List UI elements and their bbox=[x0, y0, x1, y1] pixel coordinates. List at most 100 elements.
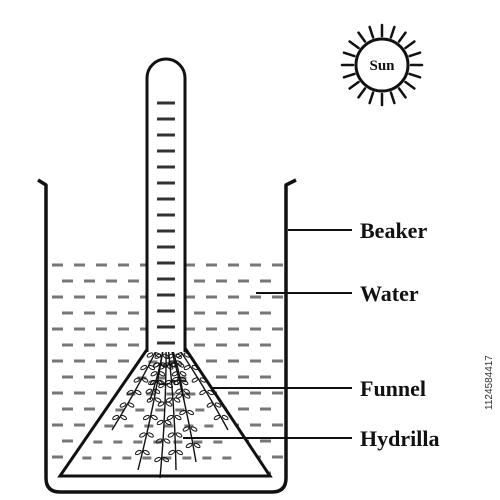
sun-rays bbox=[340, 23, 424, 107]
hydrilla-leaf bbox=[183, 388, 191, 394]
water-label: Water bbox=[360, 281, 419, 306]
sun-ray bbox=[389, 91, 396, 105]
hydrilla-leaf bbox=[134, 389, 142, 396]
hydrilla-leaf bbox=[162, 353, 170, 359]
hydrilla-leaf bbox=[146, 397, 154, 403]
hydrilla-leaf bbox=[183, 393, 191, 399]
hydrilla-leaf bbox=[148, 364, 156, 371]
hydrilla-leaf bbox=[181, 379, 189, 386]
hydrilla-leaf bbox=[164, 379, 172, 386]
sun-icon: Sun bbox=[340, 23, 424, 107]
hydrilla-leaf bbox=[163, 438, 171, 444]
hydrilla-leaf bbox=[214, 402, 222, 408]
sun-ray bbox=[342, 51, 356, 58]
hydrilla-leaf bbox=[160, 362, 168, 368]
tube-water-dashes bbox=[157, 101, 175, 345]
hydrilla-leaf bbox=[221, 414, 229, 421]
sun-ray bbox=[368, 25, 375, 39]
test-tube bbox=[145, 57, 187, 352]
hydrilla-leaf bbox=[156, 379, 163, 386]
hydrilla-leaf bbox=[199, 389, 207, 396]
hydrilla-leaf bbox=[191, 377, 199, 383]
hydrilla-leaf bbox=[177, 362, 185, 368]
hydrilla-leaf bbox=[150, 371, 158, 377]
hydrilla-leaf bbox=[182, 426, 190, 432]
beaker-label: Beaker bbox=[360, 218, 427, 243]
sun-ray bbox=[404, 80, 416, 90]
hydrilla-leaf bbox=[126, 389, 134, 396]
hydrilla-leaf bbox=[158, 371, 166, 377]
sun-ray bbox=[368, 91, 375, 105]
hydrilla-leaf bbox=[156, 419, 164, 426]
sun-ray bbox=[404, 40, 416, 50]
hydrilla-leaf bbox=[183, 352, 191, 358]
sun-disc bbox=[354, 37, 410, 93]
hydrilla-leaf bbox=[173, 379, 181, 386]
hydrilla-leaf bbox=[139, 432, 146, 438]
hydrilla-leaf bbox=[167, 432, 175, 438]
sun-ray bbox=[408, 72, 422, 79]
hydrilla-leaf bbox=[164, 419, 172, 426]
hydrilla-leaf bbox=[185, 442, 193, 449]
sun-ray bbox=[397, 31, 407, 43]
hydrilla-leaf bbox=[187, 409, 195, 416]
hydrilla-leaf bbox=[174, 414, 182, 421]
hydrilla-leaf bbox=[175, 393, 183, 399]
hydrilla-leaf bbox=[154, 353, 162, 359]
sun-ray bbox=[357, 31, 367, 43]
hydrilla-leaf bbox=[179, 371, 187, 377]
hydrilla-leaf bbox=[175, 432, 183, 438]
hydrilla-leaf bbox=[199, 377, 207, 383]
beaker-outline bbox=[37, 178, 297, 494]
hydrilla-leaf bbox=[142, 414, 150, 421]
hydrilla-label: Hydrilla bbox=[360, 426, 439, 451]
hydrilla-leaf bbox=[167, 353, 175, 359]
hydrilla-leaf bbox=[146, 352, 154, 358]
hydrilla-leaf bbox=[145, 388, 153, 394]
hydrilla-leaf bbox=[147, 432, 154, 438]
hydrilla-leaf bbox=[165, 401, 173, 407]
hydrilla-leaf bbox=[193, 442, 201, 449]
hydrilla-leaf bbox=[183, 364, 191, 371]
hydrilla-leaf bbox=[155, 438, 163, 444]
hydrilla-leaf bbox=[153, 388, 161, 394]
hydrilla-leaf bbox=[166, 414, 174, 421]
sun-ray bbox=[408, 51, 422, 58]
sun-ray bbox=[357, 87, 367, 99]
sun-ray bbox=[342, 72, 356, 79]
hydrilla-leaf bbox=[157, 401, 165, 407]
hydrilla-leaf bbox=[190, 426, 198, 432]
hydrilla-leaf bbox=[206, 402, 214, 408]
hydrilla-leaf bbox=[162, 456, 170, 463]
hydrilla-leaf bbox=[176, 449, 184, 456]
hydrilla-leaf bbox=[171, 371, 179, 377]
hydrilla-leaf bbox=[179, 409, 187, 416]
hydrilla-leaf bbox=[191, 364, 199, 371]
hydrilla-leaf bbox=[142, 449, 150, 456]
hydrilla-leaf bbox=[148, 379, 155, 386]
hydrilla-leaf bbox=[213, 414, 221, 421]
hydrilla-leaf bbox=[175, 353, 183, 359]
hydrilla-leaf bbox=[134, 449, 142, 456]
hydrilla-leaf bbox=[141, 377, 149, 383]
test-tube-body bbox=[147, 88, 185, 352]
funnel-label: Funnel bbox=[360, 376, 426, 401]
hydrilla-leaf bbox=[127, 402, 135, 408]
sun-label: Sun bbox=[369, 58, 395, 74]
hydrilla-leaf bbox=[168, 449, 176, 456]
hydrilla-leaf bbox=[119, 402, 127, 408]
sun-ray bbox=[389, 25, 396, 39]
hydrilla-leaf bbox=[112, 414, 120, 421]
sun-ray bbox=[348, 80, 360, 90]
hydrilla-leaf bbox=[207, 389, 215, 396]
hydrilla-leaf bbox=[133, 377, 141, 383]
sun-ray bbox=[397, 87, 407, 99]
hydrilla-leaf bbox=[154, 456, 162, 463]
hydrilla-leaf bbox=[150, 414, 158, 421]
hydrilla-leaf bbox=[169, 362, 177, 368]
hydrilla-leaf bbox=[140, 364, 148, 371]
hydrilla-leaf bbox=[175, 388, 183, 394]
sun-ray bbox=[348, 40, 360, 50]
side-id-text: 1124584417 bbox=[484, 355, 495, 410]
